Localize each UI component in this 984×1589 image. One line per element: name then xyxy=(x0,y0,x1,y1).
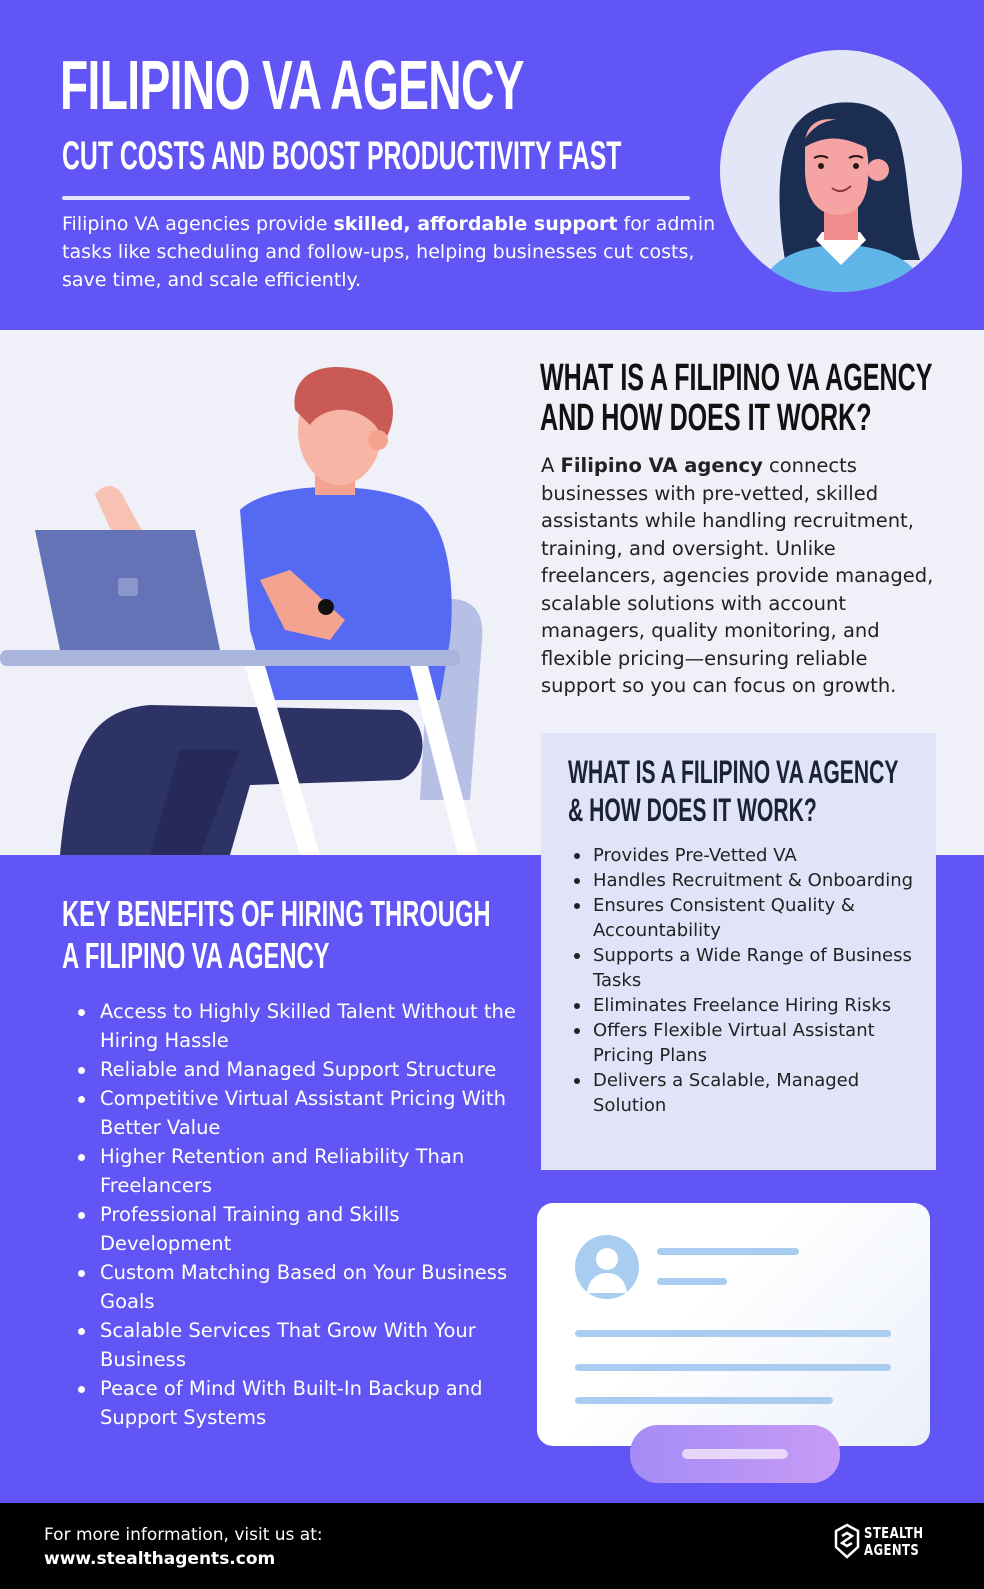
what-is-description: A Filipino VA agency connects businesses… xyxy=(541,454,934,697)
user-icon xyxy=(575,1235,639,1299)
info-box-list: Provides Pre-Vetted VA Handles Recruitme… xyxy=(574,843,924,1118)
list-item: Handles Recruitment & Onboarding xyxy=(574,868,924,893)
intro-text: Filipino VA agencies provide skilled, af… xyxy=(62,213,716,291)
list-item: Reliable and Managed Support Structure xyxy=(78,1055,518,1084)
list-item: Custom Matching Based on Your Business G… xyxy=(78,1258,518,1316)
footer-info-text: For more information, visit us at: xyxy=(44,1525,323,1545)
footer: For more information, visit us at: www.s… xyxy=(0,1503,984,1589)
benefits-list: Access to Highly Skilled Talent Without … xyxy=(78,997,518,1432)
header-divider xyxy=(62,196,690,200)
benefits-heading: KEY BENEFITS OF HIRING THROUGH A FILIPIN… xyxy=(62,893,491,976)
header-banner: FILIPINO VA AGENCY CUT COSTS AND BOOST P… xyxy=(0,0,984,330)
placeholder-line xyxy=(575,1364,891,1371)
list-item: Eliminates Freelance Hiring Risks xyxy=(574,993,924,1018)
what-is-heading: WHAT IS A FILIPINO VA AGENCY AND HOW DOE… xyxy=(540,357,933,439)
website-link[interactable]: www.stealthagents.com xyxy=(44,1549,276,1569)
placeholder-line xyxy=(575,1397,833,1404)
list-item: Higher Retention and Reliability Than Fr… xyxy=(78,1142,518,1200)
list-item: Scalable Services That Grow With Your Bu… xyxy=(78,1316,518,1374)
placeholder-line xyxy=(657,1248,799,1255)
card-stand xyxy=(630,1425,840,1483)
page-subtitle: CUT COSTS AND BOOST PRODUCTIVITY FAST xyxy=(62,134,622,178)
placeholder-line xyxy=(657,1278,727,1285)
stealth-agents-logo: STEALTH AGENTS xyxy=(834,1523,944,1563)
info-box xyxy=(541,733,936,1170)
list-item: Provides Pre-Vetted VA xyxy=(574,843,924,868)
list-item: Competitive Virtual Assistant Pricing Wi… xyxy=(78,1084,518,1142)
placeholder-line xyxy=(575,1330,891,1337)
page-title: FILIPINO VA AGENCY xyxy=(60,46,524,124)
list-item: Access to Highly Skilled Talent Without … xyxy=(78,997,518,1055)
list-item: Professional Training and Skills Develop… xyxy=(78,1200,518,1258)
woman-avatar-illustration xyxy=(720,50,962,292)
list-item: Offers Flexible Virtual Assistant Pricin… xyxy=(574,1018,924,1068)
info-box-heading: WHAT IS A FILIPINO VA AGENCY & HOW DOES … xyxy=(568,754,899,828)
list-item: Peace of Mind With Built-In Backup and S… xyxy=(78,1374,518,1432)
profile-card-illustration xyxy=(537,1203,930,1446)
shield-logo-icon xyxy=(834,1523,860,1559)
list-item: Ensures Consistent Quality & Accountabil… xyxy=(574,893,924,943)
man-at-laptop-illustration xyxy=(0,330,520,855)
list-item: Supports a Wide Range of Business Tasks xyxy=(574,943,924,993)
list-item: Delivers a Scalable, Managed Solution xyxy=(574,1068,924,1118)
